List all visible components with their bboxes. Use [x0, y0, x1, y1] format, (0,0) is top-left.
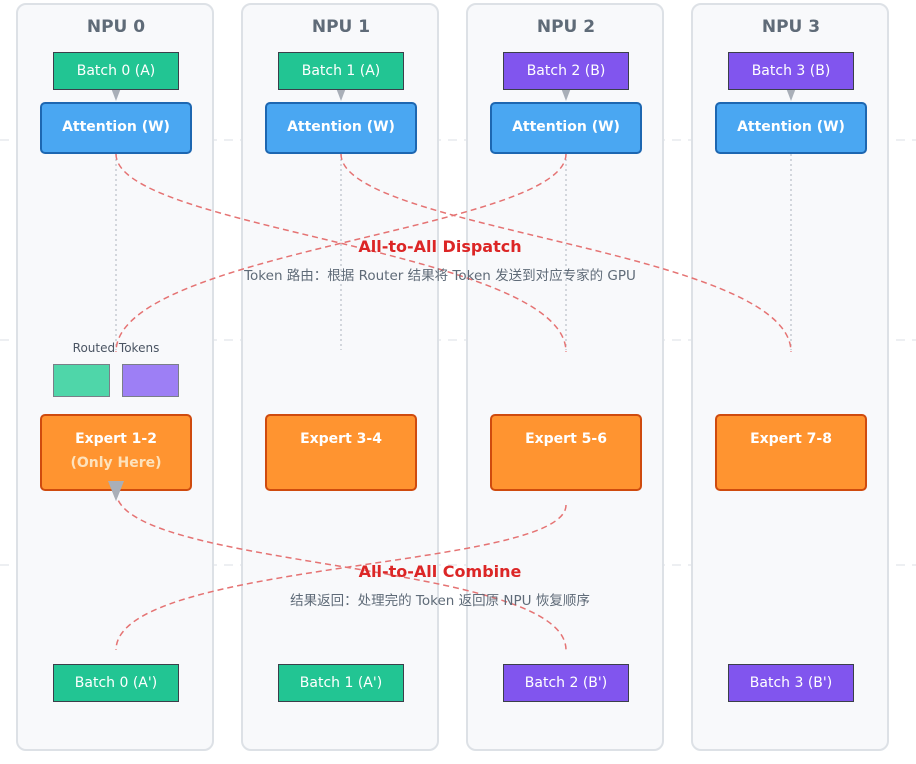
expert-block-npu0: Expert 1-2 (Only Here)	[40, 414, 192, 491]
dispatch-curve-npu1-to-npu3	[340, 153, 792, 353]
routed-token-b	[122, 364, 179, 397]
expert-label: Expert 1-2	[75, 431, 157, 447]
expert-label: Expert 5-6	[525, 431, 607, 447]
attention-block-npu3: Attention (W)	[715, 102, 867, 154]
expert-label: Expert 3-4	[300, 431, 382, 447]
attention-block-npu2: Attention (W)	[490, 102, 642, 154]
batch-input-npu3: Batch 3 (B)	[728, 52, 854, 90]
attention-block-npu0: Attention (W)	[40, 102, 192, 154]
npu-title: NPU 0	[86, 17, 146, 37]
expert-note: (Only Here)	[70, 455, 162, 471]
dispatch-curve-npu2-to-npu0	[115, 153, 567, 353]
expert-block-npu2: Expert 5-6	[490, 414, 642, 491]
routed-token-a	[53, 364, 110, 397]
combine-title: All-to-All Combine	[358, 562, 522, 581]
combine-description: 结果返回：处理完的 Token 返回原 NPU 恢复顺序	[290, 593, 590, 609]
expert-label: Expert 7-8	[750, 431, 832, 447]
batch-output-npu1: Batch 1 (A')	[278, 664, 404, 702]
dispatch-description: Token 路由：根据 Router 结果将 Token 发送到对应专家的 GP…	[244, 268, 636, 284]
npu-title: NPU 3	[761, 17, 821, 37]
npu-title: NPU 2	[536, 17, 596, 37]
combine-curve-npu0-to-npu2	[115, 490, 567, 651]
dispatch-curve-npu0-to-npu2	[115, 153, 567, 353]
batch-output-npu0: Batch 0 (A')	[53, 664, 179, 702]
dispatch-title: All-to-All Dispatch	[358, 237, 522, 256]
batch-input-npu2: Batch 2 (B)	[503, 52, 629, 90]
batch-input-npu1: Batch 1 (A)	[278, 52, 404, 90]
batch-output-npu3: Batch 3 (B')	[728, 664, 854, 702]
batch-output-npu2: Batch 2 (B')	[503, 664, 629, 702]
expert-block-npu1: Expert 3-4	[265, 414, 417, 491]
attention-block-npu1: Attention (W)	[265, 102, 417, 154]
routed-tokens-label: Routed Tokens	[72, 341, 160, 355]
combine-curve-npu2-to-npu0	[115, 504, 567, 651]
npu-title: NPU 1	[311, 17, 371, 37]
batch-input-npu0: Batch 0 (A)	[53, 52, 179, 90]
expert-block-npu3: Expert 7-8	[715, 414, 867, 491]
